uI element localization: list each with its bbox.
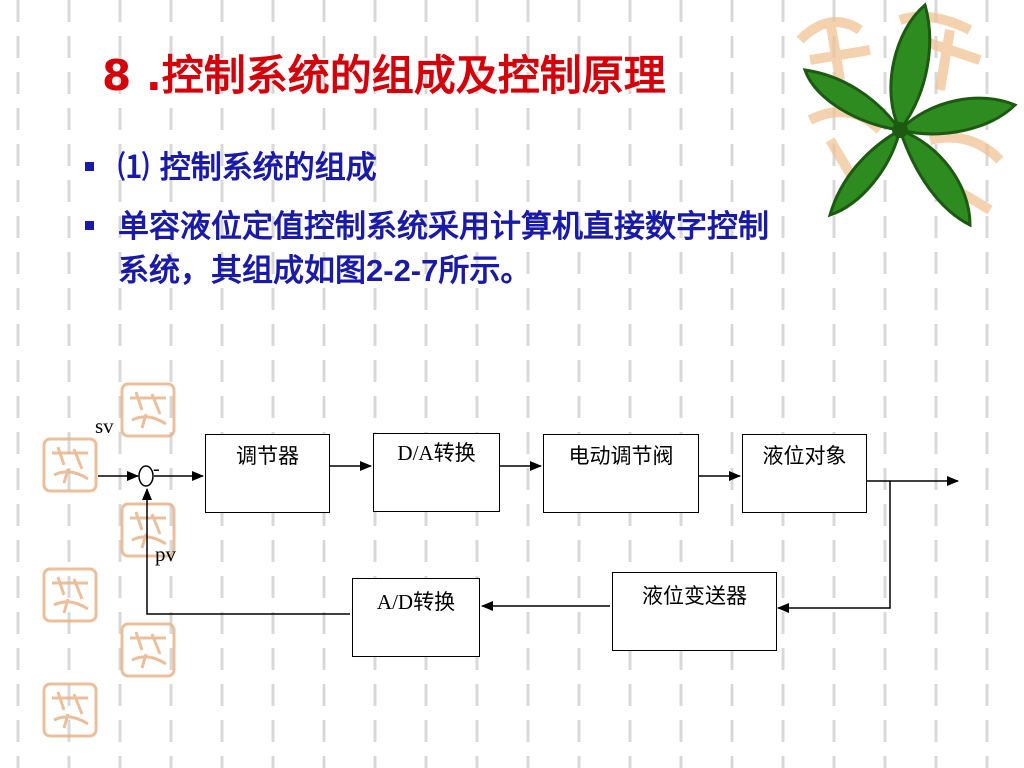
seal-stamp-icon [120, 382, 176, 438]
sv-label: sv [95, 414, 114, 438]
feedback-down-line [777, 481, 891, 613]
seal-stamp-icon [120, 622, 176, 678]
decorative-leaf-logo [796, 2, 1018, 228]
bullet-item-2-line2-pre: 系统，其组成如图 [118, 253, 366, 289]
green-leaves [802, 2, 1018, 228]
bullet-marker [85, 221, 94, 230]
seal-stamp-icon [42, 682, 98, 738]
minus-sign-label: - [153, 458, 160, 480]
bullet-item-2: 单容液位定值控制系统采用计算机直接数字控制 系统，其组成如图2-2-7所示。 [118, 205, 978, 293]
figure-number: 2-2-7 [366, 253, 439, 288]
slide-title: 8 .控制系统的组成及控制原理 [102, 51, 666, 100]
summing-junction [138, 465, 154, 487]
bullet-item-1: ⑴ 控制系统的组成 [118, 150, 377, 186]
bullet-marker [85, 162, 94, 171]
ad-to-junction-line [142, 488, 350, 615]
seal-stamp-icon [120, 502, 176, 558]
ad-converter-block: A/D转换 [352, 578, 480, 657]
controller-block: 调节器 [205, 434, 330, 513]
da-converter-block: D/A转换 [373, 433, 500, 512]
plant-block: 液位对象 [742, 434, 867, 513]
bullet-item-2-line2-post: 所示。 [438, 253, 532, 289]
valve-block: 电动调节阀 [543, 434, 699, 513]
pv-label: pv [155, 542, 176, 566]
bullet-item-2-line1: 单容液位定值控制系统采用计算机直接数字控制 [118, 209, 769, 245]
seal-stamp-icon [42, 437, 98, 493]
seal-stamp-icon [42, 567, 98, 623]
transmitter-block: 液位变送器 [612, 572, 777, 651]
